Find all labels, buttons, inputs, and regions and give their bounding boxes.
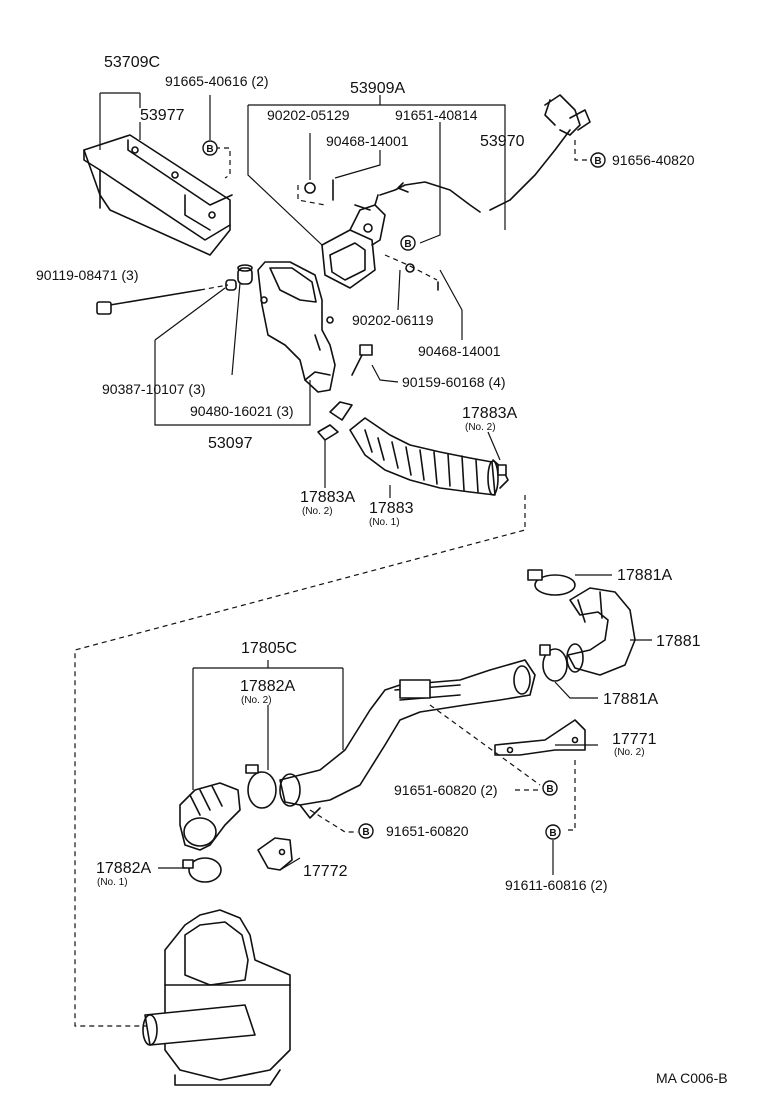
label-91665-40616: 91665-40616 (2) bbox=[165, 73, 269, 89]
label-90159-60168: 90159-60168 (4) bbox=[402, 374, 506, 390]
hose-17883 bbox=[349, 417, 499, 496]
label-17883-sub: (No. 1) bbox=[369, 517, 400, 528]
air-cleaner bbox=[142, 909, 291, 1086]
label-17772: 17772 bbox=[303, 863, 348, 880]
label-90387-10107: 90387-10107 (3) bbox=[102, 381, 206, 397]
label-17881: 17881 bbox=[656, 633, 701, 650]
screw-90159 bbox=[351, 344, 373, 376]
label-17883A-left-sub: (No. 2) bbox=[302, 506, 333, 517]
elbow-hose-17882 bbox=[179, 782, 241, 851]
air-pipe-17805C bbox=[279, 659, 536, 819]
bracket-17772 bbox=[257, 837, 293, 871]
label-17883: 17883 bbox=[369, 500, 414, 517]
label-17771-sub: (No. 2) bbox=[614, 747, 645, 758]
label-91656-40820: 91656-40820 bbox=[612, 152, 695, 168]
label-53909A: 53909A bbox=[350, 80, 405, 97]
svg-text:B: B bbox=[404, 239, 411, 250]
svg-text:B: B bbox=[362, 827, 369, 838]
clamp-17883A-left bbox=[317, 401, 353, 441]
svg-text:B: B bbox=[546, 784, 553, 795]
label-90480-16021: 90480-16021 (3) bbox=[190, 403, 294, 419]
elbow-hose-17881 bbox=[566, 587, 636, 676]
bolt-marker-91651-60820: B bbox=[358, 823, 374, 839]
bolt-marker-91651-40814: B bbox=[400, 235, 416, 251]
svg-text:B: B bbox=[594, 156, 601, 167]
label-17883A-right: 17883A bbox=[462, 405, 517, 422]
label-17805C: 17805C bbox=[241, 640, 297, 657]
label-91651-60820: 91651-60820 bbox=[386, 823, 469, 839]
bolt-marker-91611: B bbox=[545, 824, 561, 840]
bolt-90119 bbox=[96, 289, 201, 315]
label-53977: 53977 bbox=[140, 107, 185, 124]
label-17882A-No1: 17882A bbox=[96, 860, 151, 877]
lever-assembly-53909A bbox=[304, 179, 386, 289]
bolt-marker-91651-60820-2: B bbox=[542, 780, 558, 796]
label-91651-60820-2: 91651-60820 (2) bbox=[394, 782, 498, 798]
svg-text:B: B bbox=[206, 144, 213, 155]
label-17883A-right-sub: (No. 2) bbox=[465, 422, 496, 433]
grommet-90480 bbox=[237, 264, 253, 285]
bracket-17771 bbox=[494, 719, 586, 756]
clamp-17882A-No2 bbox=[245, 764, 277, 809]
label-17882A-No2: 17882A bbox=[240, 678, 295, 695]
label-17881A-bottom: 17881A bbox=[603, 691, 658, 708]
label-90468-14001-bottom: 90468-14001 bbox=[418, 343, 501, 359]
collar-90387 bbox=[225, 279, 237, 291]
bolt-marker-91656: B bbox=[590, 152, 606, 168]
diagram-id: MA C006-B bbox=[656, 1070, 728, 1086]
svg-text:B: B bbox=[549, 828, 556, 839]
label-53970: 53970 bbox=[480, 133, 525, 150]
label-17882A-No1-sub: (No. 1) bbox=[97, 877, 128, 888]
label-91651-40814: 91651-40814 bbox=[395, 107, 478, 123]
label-17771: 17771 bbox=[612, 731, 657, 748]
label-17883A-left: 17883A bbox=[300, 489, 355, 506]
bracket-53709C bbox=[83, 134, 233, 256]
label-17882A-No2-sub: (No. 2) bbox=[241, 695, 272, 706]
label-17881A-top: 17881A bbox=[617, 567, 672, 584]
label-90202-05129: 90202-05129 bbox=[267, 107, 350, 123]
clamp-17883A-right bbox=[492, 459, 509, 489]
clamp-17881A-top bbox=[527, 569, 576, 596]
label-53097: 53097 bbox=[208, 435, 253, 452]
cable-53970 bbox=[379, 94, 591, 213]
label-53709C: 53709C bbox=[104, 54, 160, 71]
label-90202-06119: 90202-06119 bbox=[352, 312, 434, 328]
label-90119-08471: 90119-08471 (3) bbox=[36, 267, 138, 283]
label-90468-14001-top: 90468-14001 bbox=[326, 133, 409, 149]
clamp-17881A-bottom bbox=[539, 644, 568, 682]
bolt-marker-91665: B bbox=[202, 140, 218, 156]
label-91611-60816: 91611-60816 (2) bbox=[505, 877, 607, 893]
clamp-17882A-No1 bbox=[182, 857, 222, 883]
duct-53097 bbox=[257, 261, 336, 393]
